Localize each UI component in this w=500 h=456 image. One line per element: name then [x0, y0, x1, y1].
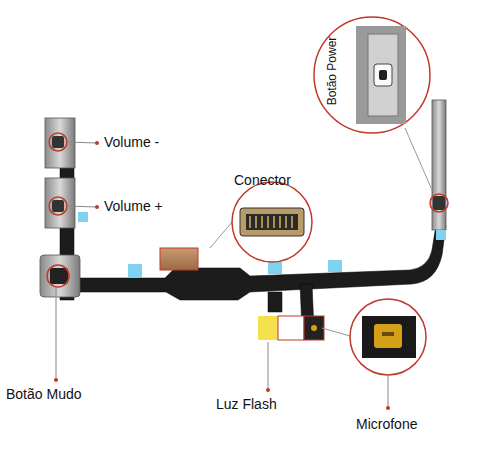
- part-label: Volume +: [104, 198, 163, 214]
- connector-pad: [160, 248, 198, 270]
- power-magnifier: [314, 17, 432, 190]
- part-label: Conector: [234, 172, 291, 188]
- part-label: Luz Flash: [216, 396, 277, 412]
- part-label: Botão Power: [325, 26, 339, 116]
- power-bracket: [430, 100, 448, 230]
- part-label: Microfone: [356, 416, 417, 432]
- volume-bracket: [40, 118, 80, 297]
- part-label: Volume -: [104, 134, 159, 150]
- connector-magnifier: [210, 182, 312, 262]
- part-label: Botão Mudo: [6, 386, 82, 402]
- microphone-magnifier: [322, 299, 426, 410]
- flash-module: [258, 316, 324, 340]
